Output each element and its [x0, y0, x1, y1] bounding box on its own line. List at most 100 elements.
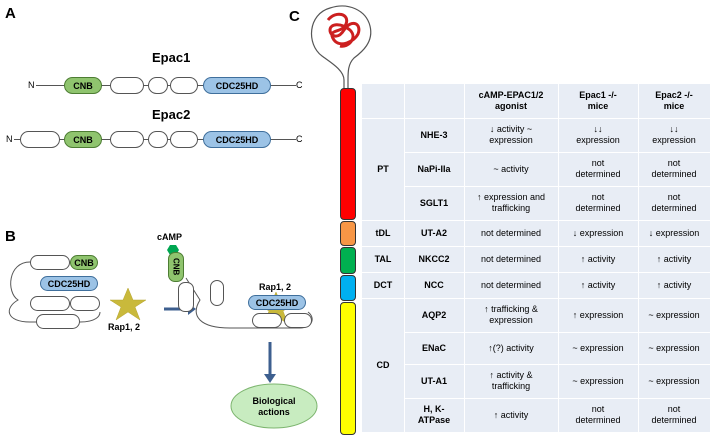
segment-label-cd: CD [376, 359, 390, 370]
segment-label-pt: PT [377, 163, 389, 174]
row-aqp2-name: AQP2 [421, 309, 447, 320]
inactive-epac-domain [70, 296, 100, 311]
epac1-domain [170, 77, 198, 94]
row-nkcc2-agonist: not determined [480, 253, 542, 264]
row-hkatpase-name: H, K-ATPase [417, 404, 451, 425]
row-ncc-name: NCC [424, 279, 444, 290]
row-enac-epac2: ~ expression [648, 342, 700, 353]
epac1-domain [148, 77, 168, 94]
epac2-cdc25hd-domain: CDC25HD [203, 131, 271, 148]
camp-label: cAMP [157, 232, 183, 242]
segment-tdl [340, 221, 356, 246]
biological-actions-ellipse [230, 383, 318, 429]
segment-label-tdl: tDL [375, 227, 391, 238]
segment-label-dct: DCT [373, 279, 393, 290]
active-epac-domain [252, 313, 282, 328]
row-enac-agonist: ↑(?) activity [488, 342, 534, 353]
glomerulus-drawing [310, 5, 372, 92]
glomerulus-capillaries [326, 12, 361, 48]
rap-star-inactive [109, 287, 147, 321]
inactive-epac-domain [30, 255, 70, 270]
row-uta1-agonist: ↑ activity & trafficking [489, 370, 533, 391]
row-napi-name: NaPi-IIa [417, 163, 451, 174]
epac2-domain [110, 131, 144, 148]
epac2-cnb-domain: CNB [64, 131, 102, 148]
row-hkatpase-epac2: not determined [651, 404, 697, 425]
row-sglt1-epac1: not determined [575, 192, 621, 213]
row-aqp2-epac1: ↑ expression [572, 309, 624, 320]
epac1-n-terminus: N [28, 80, 35, 90]
epac2-domain [148, 131, 168, 148]
row-nhe3-epac1: ↓↓ expression [576, 124, 620, 145]
bowman-capsule [310, 5, 372, 92]
epac2-domain [20, 131, 60, 148]
panel-c-letter: C [289, 8, 300, 25]
rap-label-inactive: Rap1, 2 [108, 322, 141, 332]
row-sglt1-agonist: ↑ expression and trafficking [476, 192, 546, 213]
active-cdc25hd-domain: CDC25HD [248, 295, 306, 310]
inactive-cdc25hd-domain: CDC25HD [40, 276, 98, 291]
row-uta1-name: UT-A1 [420, 375, 447, 386]
downstream-arrowhead [264, 374, 276, 383]
epac1-domain [110, 77, 144, 94]
segment-tal [340, 247, 356, 274]
row-uta1-epac2: ~ expression [648, 375, 700, 386]
row-napi-agonist: ~ activity [493, 163, 529, 174]
rap-label-active: Rap1, 2 [259, 282, 292, 292]
row-nkcc2-epac2: ↑ activity [656, 253, 692, 264]
inactive-cnb-domain: CNB [70, 255, 98, 270]
row-uta2-epac2: ↓ expression [648, 227, 700, 238]
panel-b-letter: B [5, 228, 16, 245]
segment-dct [340, 275, 356, 301]
row-ncc-epac2: ↑ activity [656, 279, 692, 290]
row-napi-epac2: not determined [651, 158, 697, 179]
row-sglt1-epac2: not determined [651, 192, 697, 213]
epac2-domain [170, 131, 198, 148]
biological-actions-label: Biological actions [252, 396, 296, 417]
row-enac-name: ENaC [421, 342, 446, 353]
inactive-epac-domain [36, 314, 80, 329]
epac1-cnb-domain: CNB [64, 77, 102, 94]
panel-a-letter: A [5, 5, 16, 22]
panel-b-drawing [8, 245, 318, 429]
segment-label-tal: TAL [374, 253, 392, 264]
row-aqp2-agonist: ↑ trafficking & expression [484, 304, 538, 325]
segment-cd [340, 302, 356, 435]
row-uta2-name: UT-A2 [420, 227, 447, 238]
row-hkatpase-epac1: not determined [575, 404, 621, 425]
row-ncc-agonist: not determined [480, 279, 542, 290]
row-nhe3-epac2: ↓↓ expression [652, 124, 696, 145]
active-epac-domain [284, 313, 312, 328]
epac2-title: Epac2 [152, 107, 191, 122]
nephron-segment-bar [340, 88, 356, 435]
header-epac1: Epac1 -/- mice [579, 90, 617, 111]
header-epac2: Epac2 -/- mice [655, 90, 693, 111]
row-nkcc2-name: NKCC2 [418, 253, 450, 264]
row-hkatpase-agonist: ↑ activity [493, 409, 529, 420]
segment-pt [340, 88, 356, 220]
row-ncc-epac1: ↑ activity [580, 279, 616, 290]
active-epac-backbone [185, 277, 313, 329]
row-enac-epac1: ~ expression [572, 342, 624, 353]
row-nkcc2-epac1: ↑ activity [580, 253, 616, 264]
header-agonist: cAMP-EPAC1/2 agonist [478, 90, 544, 111]
epac2-c-terminus: C [296, 134, 303, 144]
row-uta2-agonist: not determined [480, 227, 542, 238]
active-epac-domain [210, 280, 224, 306]
row-aqp2-epac2: ~ expression [648, 309, 700, 320]
row-sglt1-name: SGLT1 [419, 197, 449, 208]
row-uta1-epac1: ~ expression [572, 375, 624, 386]
transport-table: cAMP-EPAC1/2 agonist Epac1 -/- mice Epac… [362, 84, 710, 432]
epac1-c-terminus: C [296, 80, 303, 90]
row-nhe3-name: NHE-3 [420, 129, 448, 140]
active-cnb-domain: CNB [168, 252, 184, 282]
epac1-title: Epac1 [152, 50, 191, 65]
inactive-epac-domain [30, 296, 70, 311]
active-epac-domain [178, 282, 194, 312]
epac1-cdc25hd-domain: CDC25HD [203, 77, 271, 94]
row-napi-epac1: not determined [575, 158, 621, 179]
epac2-n-terminus: N [6, 134, 13, 144]
row-nhe3-agonist: ↓ activity ~ expression [489, 124, 533, 145]
inactive-epac-backbone [8, 261, 101, 323]
row-uta2-epac1: ↓ expression [572, 227, 624, 238]
